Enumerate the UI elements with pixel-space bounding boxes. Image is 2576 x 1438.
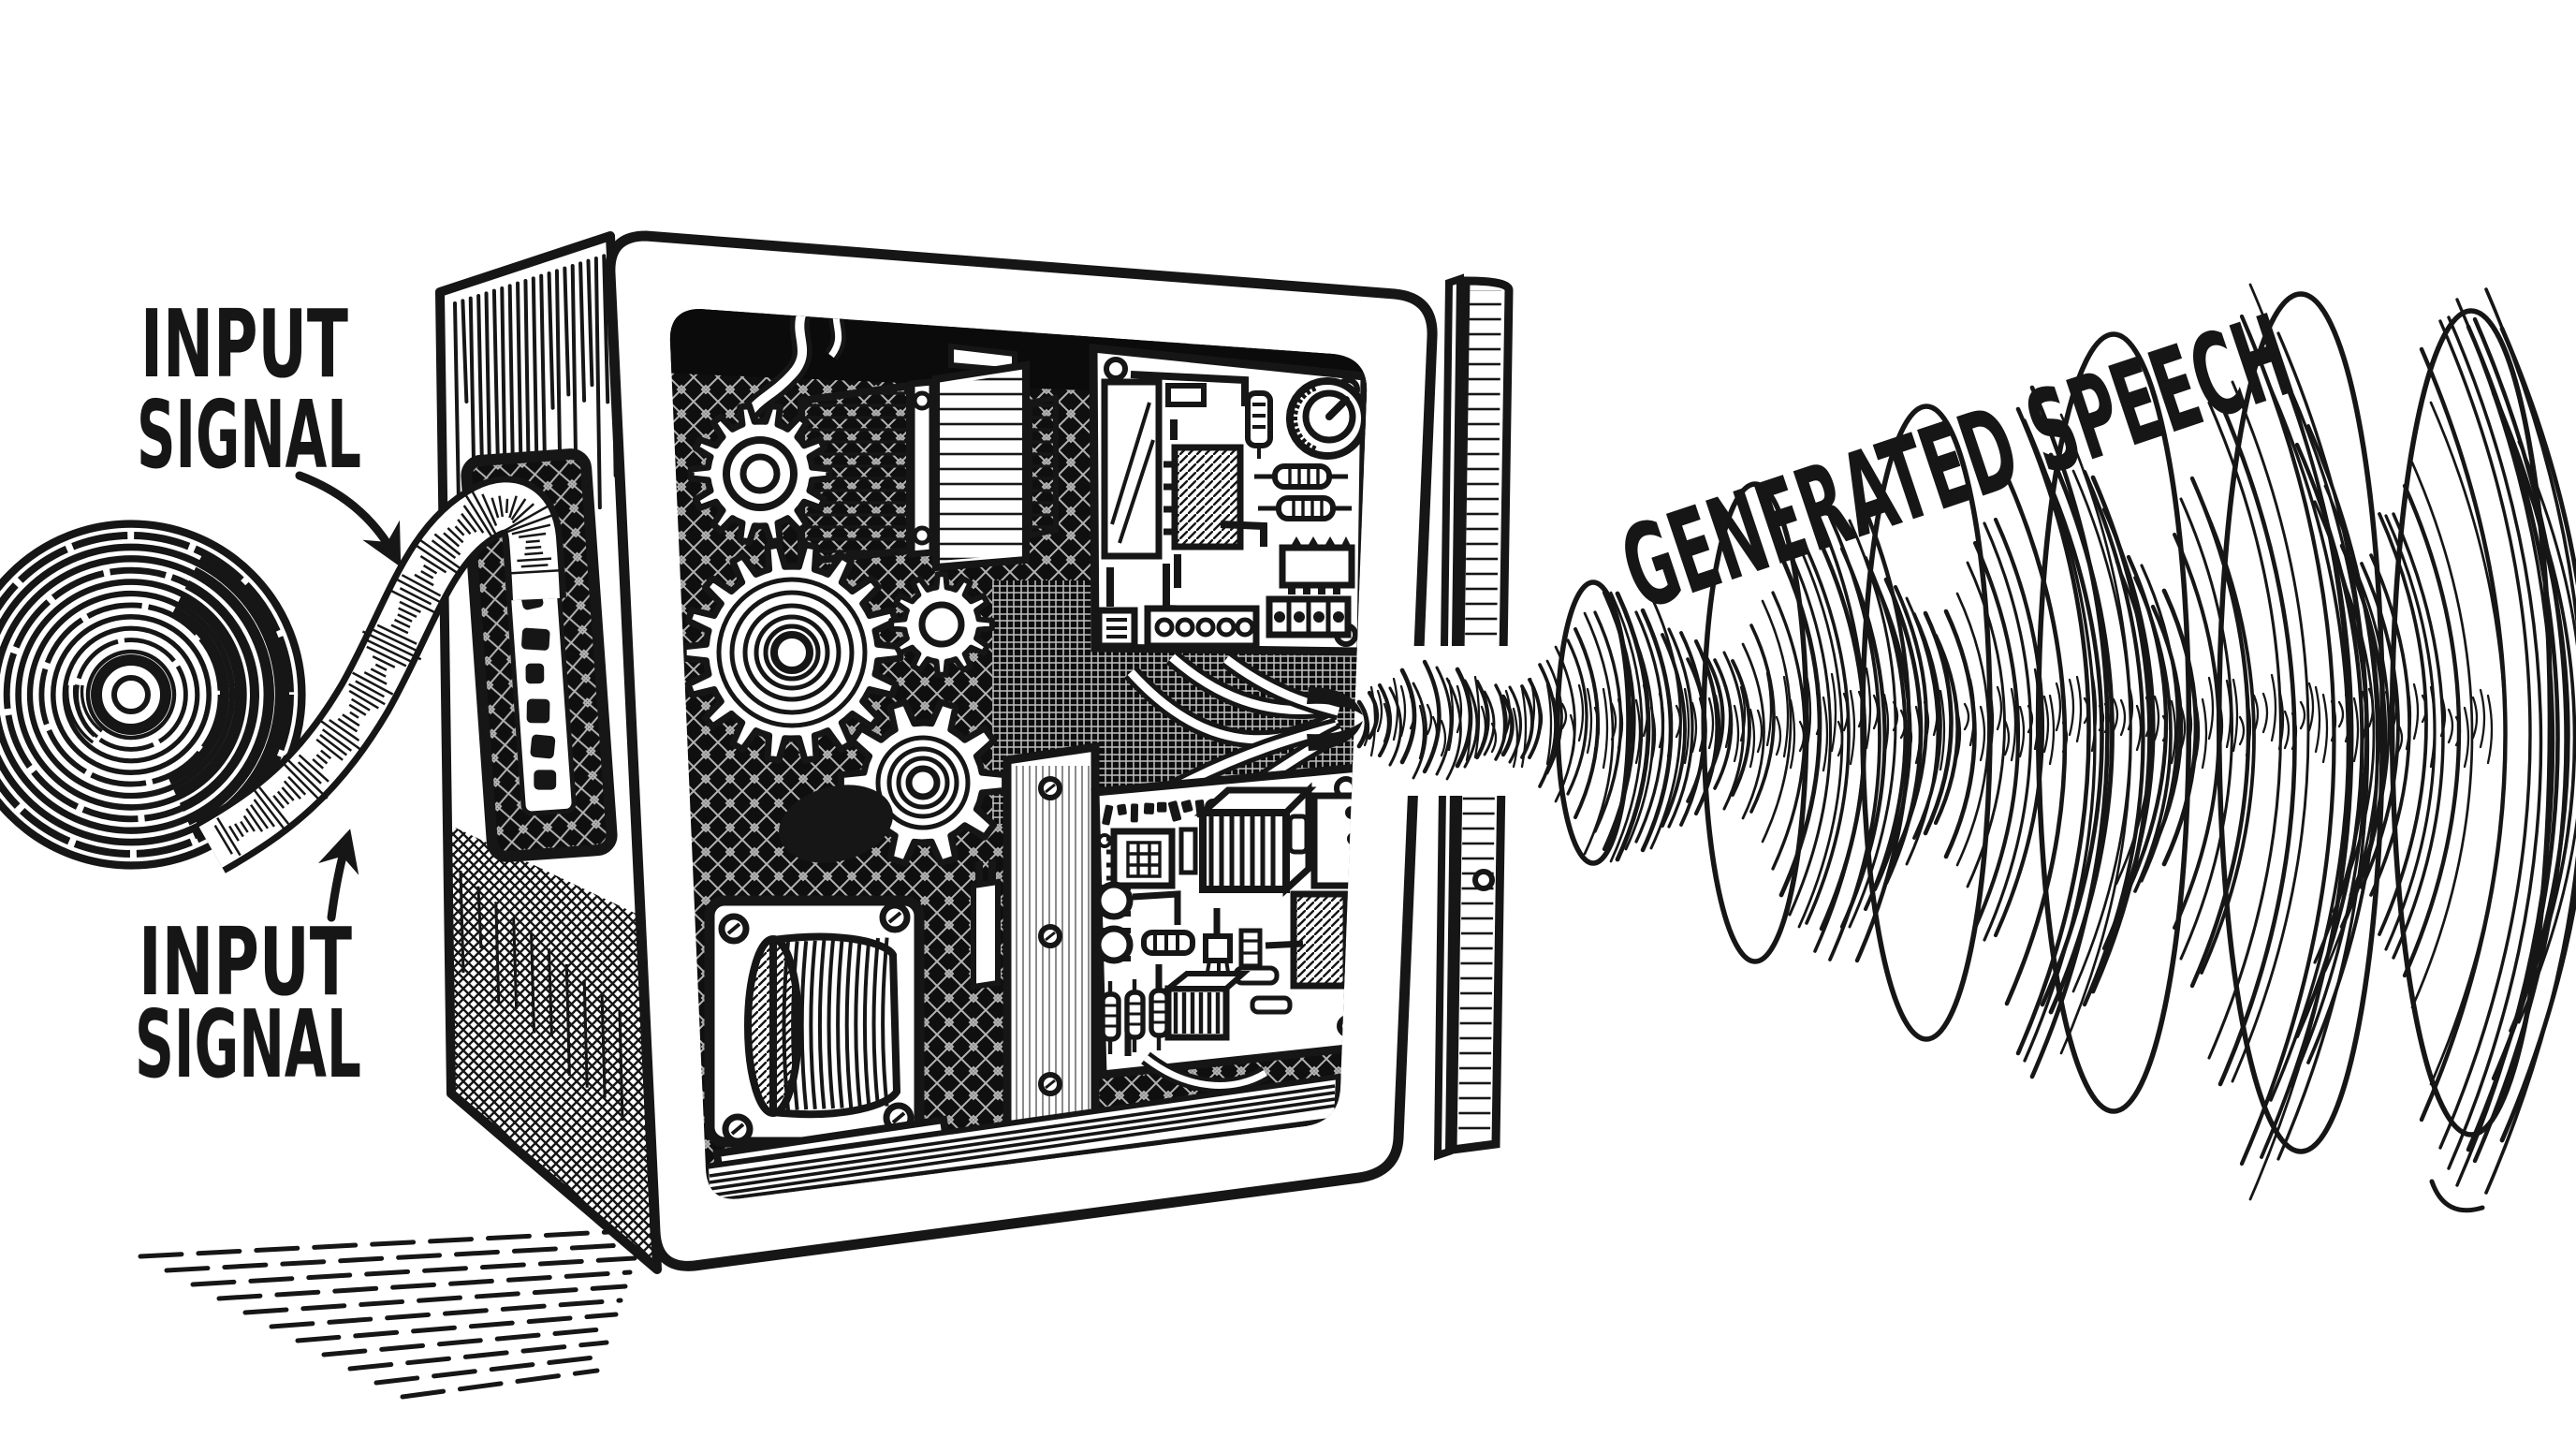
- transformer-icon: [798, 343, 1059, 572]
- component-window: [1101, 378, 1163, 560]
- circuit-board-top: [1089, 344, 1368, 656]
- resistor-icon: [1254, 463, 1352, 521]
- box-left-face-weave: [447, 824, 657, 1269]
- label-line: SIGNAL: [137, 380, 361, 490]
- dip-chip-icon: [1279, 536, 1355, 594]
- machine-box: [435, 230, 1514, 1274]
- capacitor-cylinder-icon: [1094, 881, 1134, 964]
- knob-icon: [1285, 377, 1368, 460]
- relay-block-icon: [1193, 782, 1317, 897]
- finned-cube-small: [1160, 971, 1251, 1041]
- wires-under-board: [1141, 1051, 1270, 1093]
- hatched-block: [1290, 890, 1350, 990]
- box-interior: [669, 309, 1368, 1199]
- sound-wave-icon: [1356, 283, 2576, 1213]
- terminal-block: [1266, 595, 1352, 638]
- input-tape-icon: [196, 476, 566, 873]
- chip-grid-icon: [1106, 828, 1176, 889]
- arrow-up-icon: [318, 829, 359, 922]
- label-line: INPUT: [140, 289, 348, 399]
- label-input-signal-top: INPUT SIGNAL: [137, 289, 361, 490]
- connector-stick: [971, 878, 1001, 990]
- capacitor-icon: [1245, 390, 1273, 459]
- gear-shadow: [779, 785, 893, 863]
- gear-train-icon: [680, 402, 1009, 867]
- label-line: SIGNAL: [135, 990, 361, 1099]
- connector-strip: [1144, 605, 1260, 650]
- label-line: INPUT: [139, 907, 352, 1017]
- arrow-down-icon: [295, 471, 402, 567]
- transformer-coil-icon: [704, 895, 954, 1199]
- pcb-markings: [1097, 799, 1222, 848]
- vertical-resistors: [1100, 977, 1170, 1054]
- ground-shadow-hatch: [138, 1227, 647, 1400]
- ic-chip-icon: [1171, 444, 1244, 550]
- component-e: [1095, 607, 1138, 650]
- tape-signal-marks: [213, 485, 563, 857]
- horn-icon: [1307, 687, 1363, 751]
- wire-top-icon: [735, 309, 851, 427]
- circuit-board-bottom: [1090, 763, 1368, 1079]
- label-input-signal-bottom: INPUT SIGNAL: [135, 907, 361, 1099]
